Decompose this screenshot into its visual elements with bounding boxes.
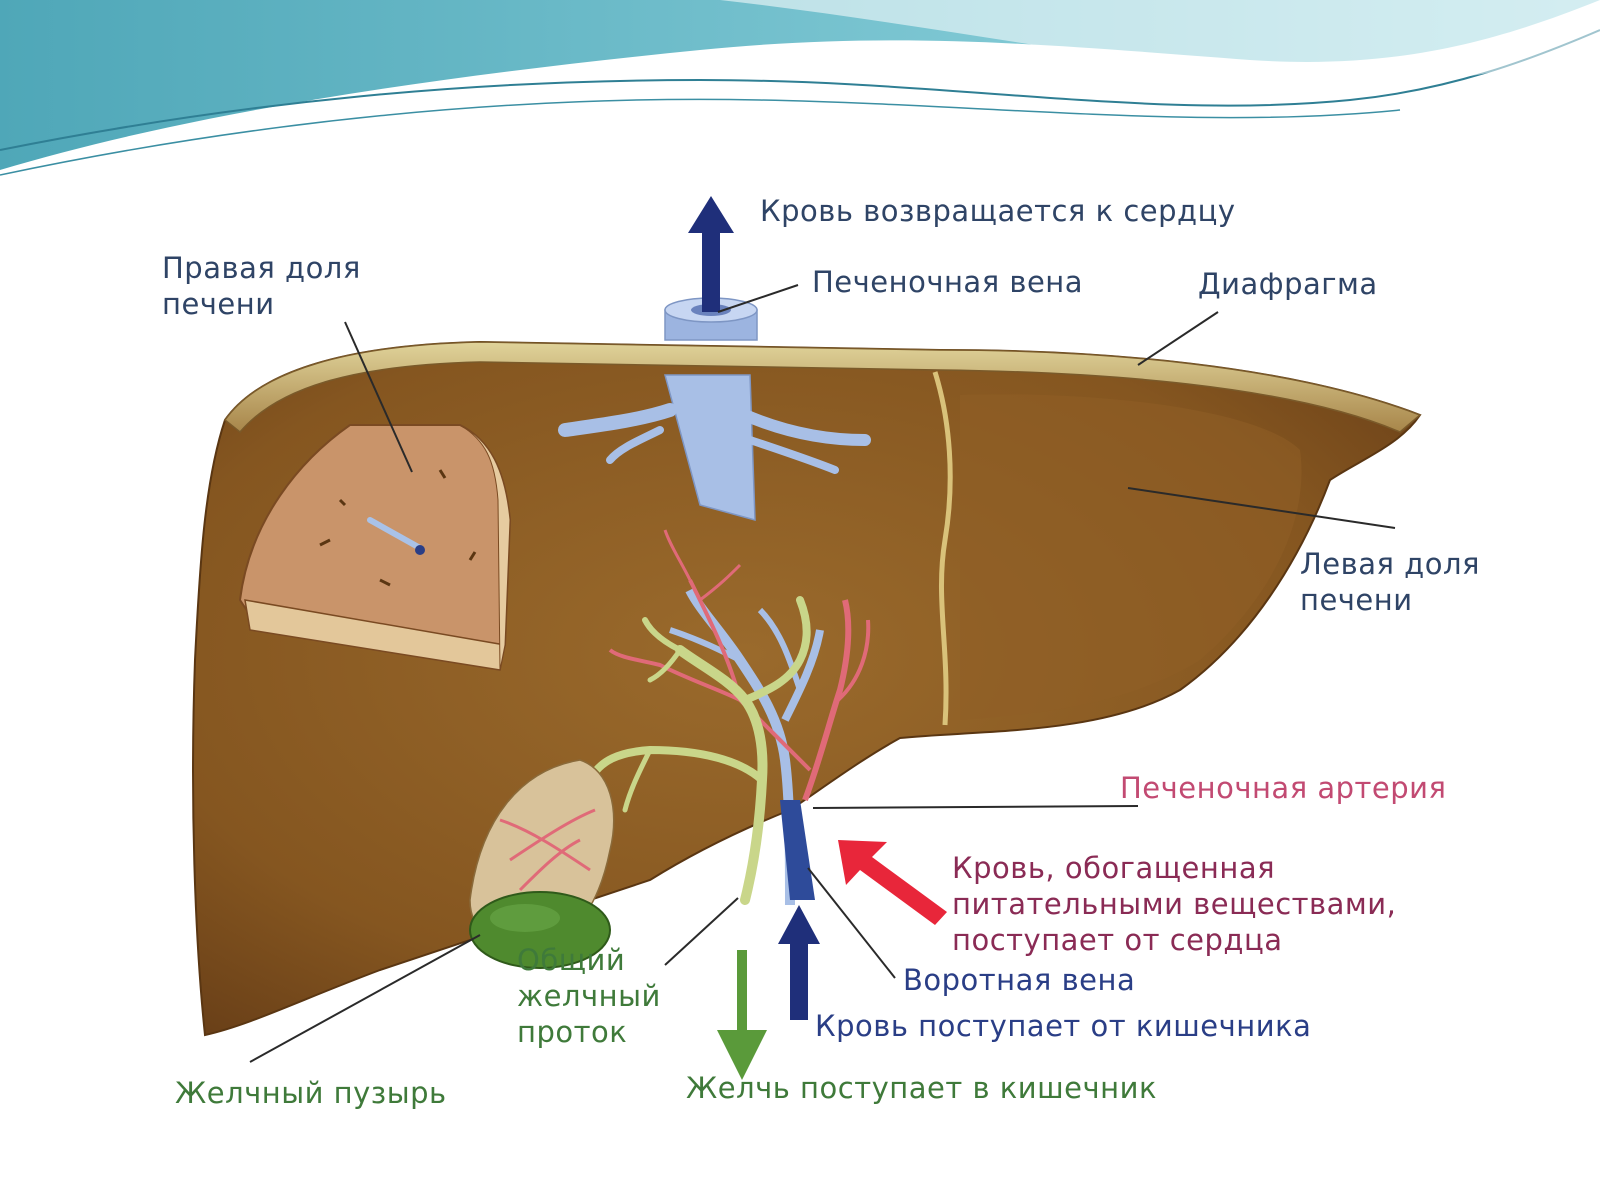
portal-vein-label: Воротная вена [903,963,1136,997]
hepatic-vein-branches [558,374,871,521]
blood-returns-label: Кровь возвращается к сердцу [760,194,1236,228]
arterial-blood-arrow-icon [838,840,947,925]
gallbladder [469,759,615,969]
bile-duct-branches [586,596,811,905]
common-bile-duct-label: Общий желчный проток [517,943,661,1049]
leader-lines [249,284,1396,1063]
enriched-blood-label: Кровь, обогащенная питательными вещества… [952,851,1397,957]
blood-to-heart-arrow-icon [688,196,734,312]
falciform-ligament [932,371,953,726]
intestine-blood-arrow-icon [778,905,820,1020]
portal-vein-branches [669,587,824,906]
diaphragm-band [223,341,1422,434]
hepatic-artery-label: Печеночная артерия [1120,771,1447,805]
left-lobe-label: Левая доля печени [1300,547,1480,617]
bile-to-intestine-arrow-icon [717,950,767,1080]
liver [192,297,1422,1037]
diaphragm-label: Диафрагма [1198,267,1378,301]
bile-to-intestine-label: Желчь поступает в кишечник [686,1071,1157,1105]
hepatic-vein-label: Печеночная вена [812,265,1084,299]
gallbladder-label: Желчный пузырь [175,1076,447,1110]
right-lobe-label: Правая доля печени [162,251,361,321]
cut-section [238,424,512,671]
header-banner [0,0,1600,176]
blood-from-intestine-label: Кровь поступает от кишечника [815,1009,1312,1043]
